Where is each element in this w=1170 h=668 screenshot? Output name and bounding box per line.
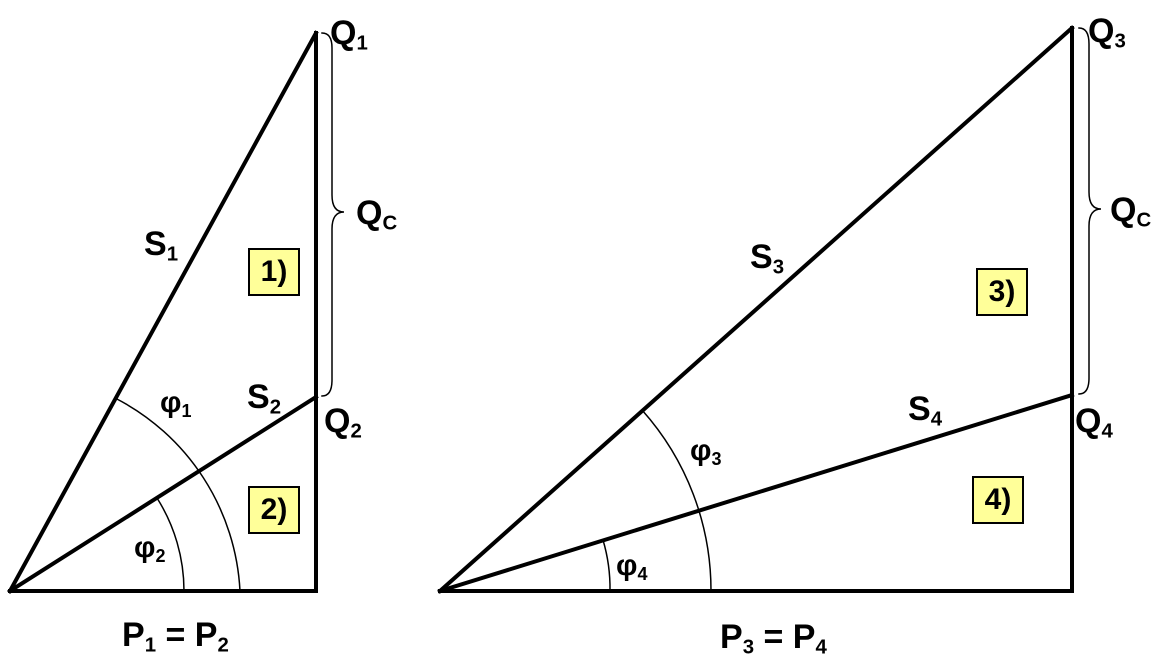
- phi4-arc: [602, 539, 611, 592]
- s4-label: S4: [908, 390, 943, 431]
- q3-label: Q3: [1088, 12, 1126, 53]
- s2-label: S2: [247, 378, 282, 419]
- s3-hypotenuse: [437, 25, 1075, 594]
- phi1-arc: [113, 396, 241, 592]
- region-2-box: 2): [248, 486, 300, 534]
- phi3-label: φ3: [690, 434, 722, 470]
- left-triangle: [7, 30, 345, 594]
- region-4-box: 4): [972, 476, 1024, 524]
- p1-p2-label: P1 = P2: [122, 616, 229, 657]
- q1-label: Q1: [330, 14, 368, 55]
- region-3-box: 3): [976, 268, 1028, 316]
- q2-label: Q2: [324, 402, 362, 443]
- s4-hypotenuse: [437, 392, 1075, 594]
- qc-left-label: QC: [356, 194, 398, 235]
- s2-hypotenuse: [7, 394, 319, 594]
- right-triangle: [437, 25, 1102, 594]
- region-1-box: 1): [248, 248, 300, 296]
- s1-hypotenuse: [7, 30, 319, 594]
- qc-brace-right: [1078, 27, 1102, 395]
- phi2-arc: [155, 496, 185, 592]
- qc-brace-left: [321, 32, 345, 397]
- phi3-arc: [640, 408, 712, 592]
- s3-label: S3: [750, 238, 785, 279]
- p3-p4-label: P3 = P4: [720, 618, 827, 659]
- q4-label: Q4: [1075, 402, 1113, 443]
- phi2-label: φ2: [134, 531, 166, 567]
- qc-right-label: QC: [1110, 191, 1152, 232]
- phi1-label: φ1: [160, 386, 192, 422]
- phi4-label: φ4: [616, 549, 648, 585]
- s1-label: S1: [144, 225, 179, 266]
